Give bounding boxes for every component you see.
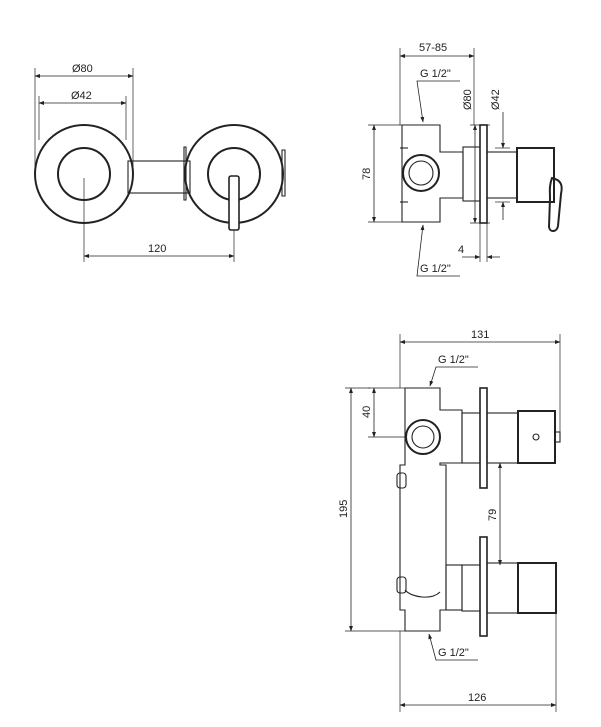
body-top-offset-label: 40 [361,406,373,418]
body-base-depth-label: 126 [468,692,486,704]
front-outer-diameter-label: Ø80 [72,63,93,75]
lever-handle [228,175,240,231]
body-handle-spacing-label: 79 [487,509,499,521]
side-lever [547,176,563,232]
side-view: 57-85 G 1/2" Ø80 Ø42 78 4 G 1/2" [361,42,563,277]
side-inner-diameter-label: Ø42 [490,89,502,110]
front-center-distance-label: 120 [148,243,166,255]
body-lower-plate [479,536,488,637]
side-thread-bottom-label: G 1/2" [420,263,451,275]
connecting-bar [127,160,191,194]
side-plate-thickness-label: 4 [458,244,464,256]
body-outlet-inner [411,425,435,449]
side-height-label: 78 [361,168,373,180]
side-outer-diameter-label: Ø80 [462,89,474,110]
side-outlet-inner [408,160,434,186]
body-view: 131 G 1/2" 40 195 79 G 1/2" 126 [338,329,561,712]
body-thread-top-label: G 1/2" [438,354,469,366]
body-thread-bottom-label: G 1/2" [438,647,469,659]
body-total-depth-label: 131 [471,329,489,341]
side-depth-range-label: 57-85 [419,42,447,54]
front-view: Ø80 Ø42 120 [34,63,286,262]
front-inner-diameter-label: Ø42 [71,90,92,102]
side-wall-plate [479,124,488,224]
body-outlet-outer [405,419,441,455]
side-outlet-outer [402,154,440,192]
side-thread-top-label: G 1/2" [420,68,451,80]
body-upper-plate [479,387,488,489]
body-total-height-label: 195 [338,500,350,518]
